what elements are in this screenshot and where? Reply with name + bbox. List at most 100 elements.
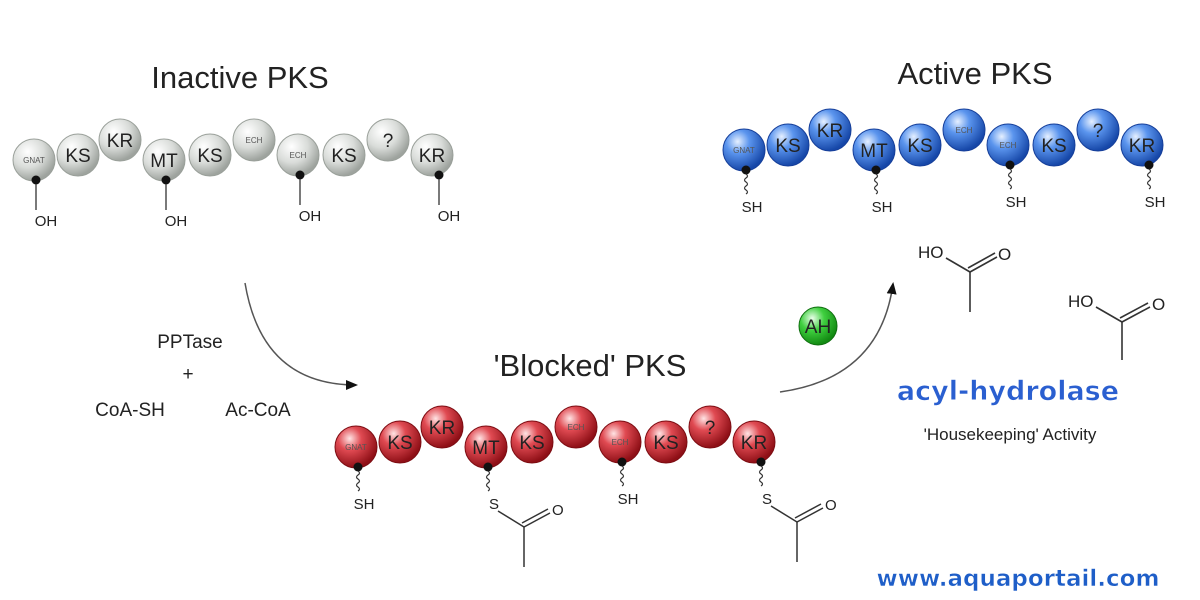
domain-label: ? <box>705 418 716 439</box>
pks-domain-unknown: ? <box>1076 108 1120 152</box>
svg-text:HO: HO <box>1068 292 1094 311</box>
pks-domain-ks: KS <box>766 123 810 167</box>
domain-label: KS <box>653 433 678 454</box>
reagent-pptase: PPTase <box>157 332 222 353</box>
pks-domain-ks: KS <box>1032 123 1076 167</box>
domain-label: KS <box>387 433 412 454</box>
domain-label: ECH <box>246 136 263 145</box>
reagent-coa-sh: CoA-SH <box>95 400 165 421</box>
attachment-sh: SH <box>1005 160 1027 211</box>
attachment-label: SH <box>742 199 763 216</box>
pks-domain-mt: MT <box>852 128 896 172</box>
attachment-oh: OH <box>161 175 188 230</box>
domain-label: GNAT <box>733 146 755 155</box>
pks-domain-gnat: GNAT <box>334 425 378 469</box>
domain-label: KS <box>775 136 800 157</box>
pks-domain-gnat: GNAT <box>722 128 766 172</box>
pks-domain-kr: KR <box>420 405 464 449</box>
attachment-label: SH <box>618 491 639 508</box>
pks-domain-ech: ECH <box>598 420 642 464</box>
pks-domain-ech: ECH <box>276 133 320 177</box>
svg-text:O: O <box>998 245 1011 264</box>
attachment-sh: SH <box>741 165 763 216</box>
domain-label: ECH <box>568 423 585 432</box>
reagent-ac-coa: Ac-CoA <box>225 400 291 421</box>
pks-domain-mt: MT <box>464 425 508 469</box>
pks-domain-kr: KR <box>1120 123 1164 167</box>
domain-label: KS <box>65 146 90 167</box>
attachment-oh: OH <box>434 170 461 225</box>
pks-domain-kr: KR <box>808 108 852 152</box>
enzyme-badge-label: AH <box>805 317 831 338</box>
domain-label: ECH <box>1000 141 1017 150</box>
domain-label: KS <box>519 433 544 454</box>
domain-label: KR <box>107 131 133 152</box>
domain-label: KR <box>429 418 455 439</box>
housekeeping-subtitle: 'Housekeeping' Activity <box>924 425 1097 444</box>
domain-label: KS <box>331 146 356 167</box>
acyl-hydrolase-title: acyl-hydrolase <box>897 376 1119 407</box>
pks-domain-ech: ECH <box>554 405 598 449</box>
domain-label: KR <box>741 433 767 454</box>
attachment-label: OH <box>165 213 188 230</box>
domain-label: GNAT <box>345 443 367 452</box>
attachment-sh: SH <box>617 457 639 508</box>
active-pks-chain: GNAT KS KR MT KS ECH ECH KS? KR SH SH SH SH <box>722 108 1166 216</box>
domain-label: KS <box>197 146 222 167</box>
pks-domain-kr: KR <box>732 420 776 464</box>
pks-domain-ks: KS <box>898 123 942 167</box>
domain-label: KR <box>1129 136 1155 157</box>
attachment-label: SH <box>1006 194 1027 211</box>
attachment-sh: SH <box>871 165 893 216</box>
attachment-label: OH <box>35 213 58 230</box>
domain-label: KS <box>907 136 932 157</box>
watermark: www.aquaportail.com <box>877 566 1160 592</box>
pks-domain-ks: KS <box>188 133 232 177</box>
attachment-label: S <box>489 496 499 513</box>
acyl-hydrolase-badge: AH <box>798 306 838 346</box>
attachment-label: SH <box>354 496 375 513</box>
svg-text:O: O <box>1152 295 1165 314</box>
domain-label: MT <box>150 151 178 172</box>
pks-domain-ech: ECH <box>942 108 986 152</box>
pks-domain-ech: ECH <box>986 123 1030 167</box>
pks-domain-mt: MT <box>142 138 186 182</box>
inactive-title: Inactive PKS <box>151 60 328 95</box>
pks-domain-gnat: GNAT <box>12 138 56 182</box>
pks-domain-ks: KS <box>56 133 100 177</box>
attachment-sh: SH <box>353 462 375 513</box>
domain-label: GNAT <box>23 156 45 165</box>
acetic-acid-product-2: HO O <box>1068 292 1165 360</box>
domain-label: ECH <box>290 151 307 160</box>
attachment-label: OH <box>299 208 322 225</box>
attachment-label: S <box>762 491 772 508</box>
attachment-oh: OH <box>295 170 322 225</box>
reagent-plus: + <box>182 364 193 385</box>
domain-label: MT <box>472 438 500 459</box>
carbonyl-oxygen-label: O <box>552 502 564 519</box>
pks-domain-unknown: ? <box>366 118 410 162</box>
domain-label: ECH <box>612 438 629 447</box>
pks-domain-ks: KS <box>322 133 366 177</box>
attachment-label: SH <box>1145 194 1166 211</box>
attachment-label: OH <box>438 208 461 225</box>
attachment-oh: OH <box>31 175 58 230</box>
domain-label: MT <box>860 141 888 162</box>
blocked-title: 'Blocked' PKS <box>494 348 687 383</box>
pks-domain-ks: KS <box>510 420 554 464</box>
svg-text:HO: HO <box>918 243 944 262</box>
domain-label: ? <box>383 131 394 152</box>
domain-label: ECH <box>956 126 973 135</box>
attachment-label: SH <box>872 199 893 216</box>
pks-domain-ks: KS <box>644 420 688 464</box>
activation-arrow <box>244 282 358 390</box>
attachment-sh: SH <box>1144 160 1166 211</box>
active-title: Active PKS <box>897 56 1052 91</box>
hydrolysis-arrow <box>779 282 897 393</box>
